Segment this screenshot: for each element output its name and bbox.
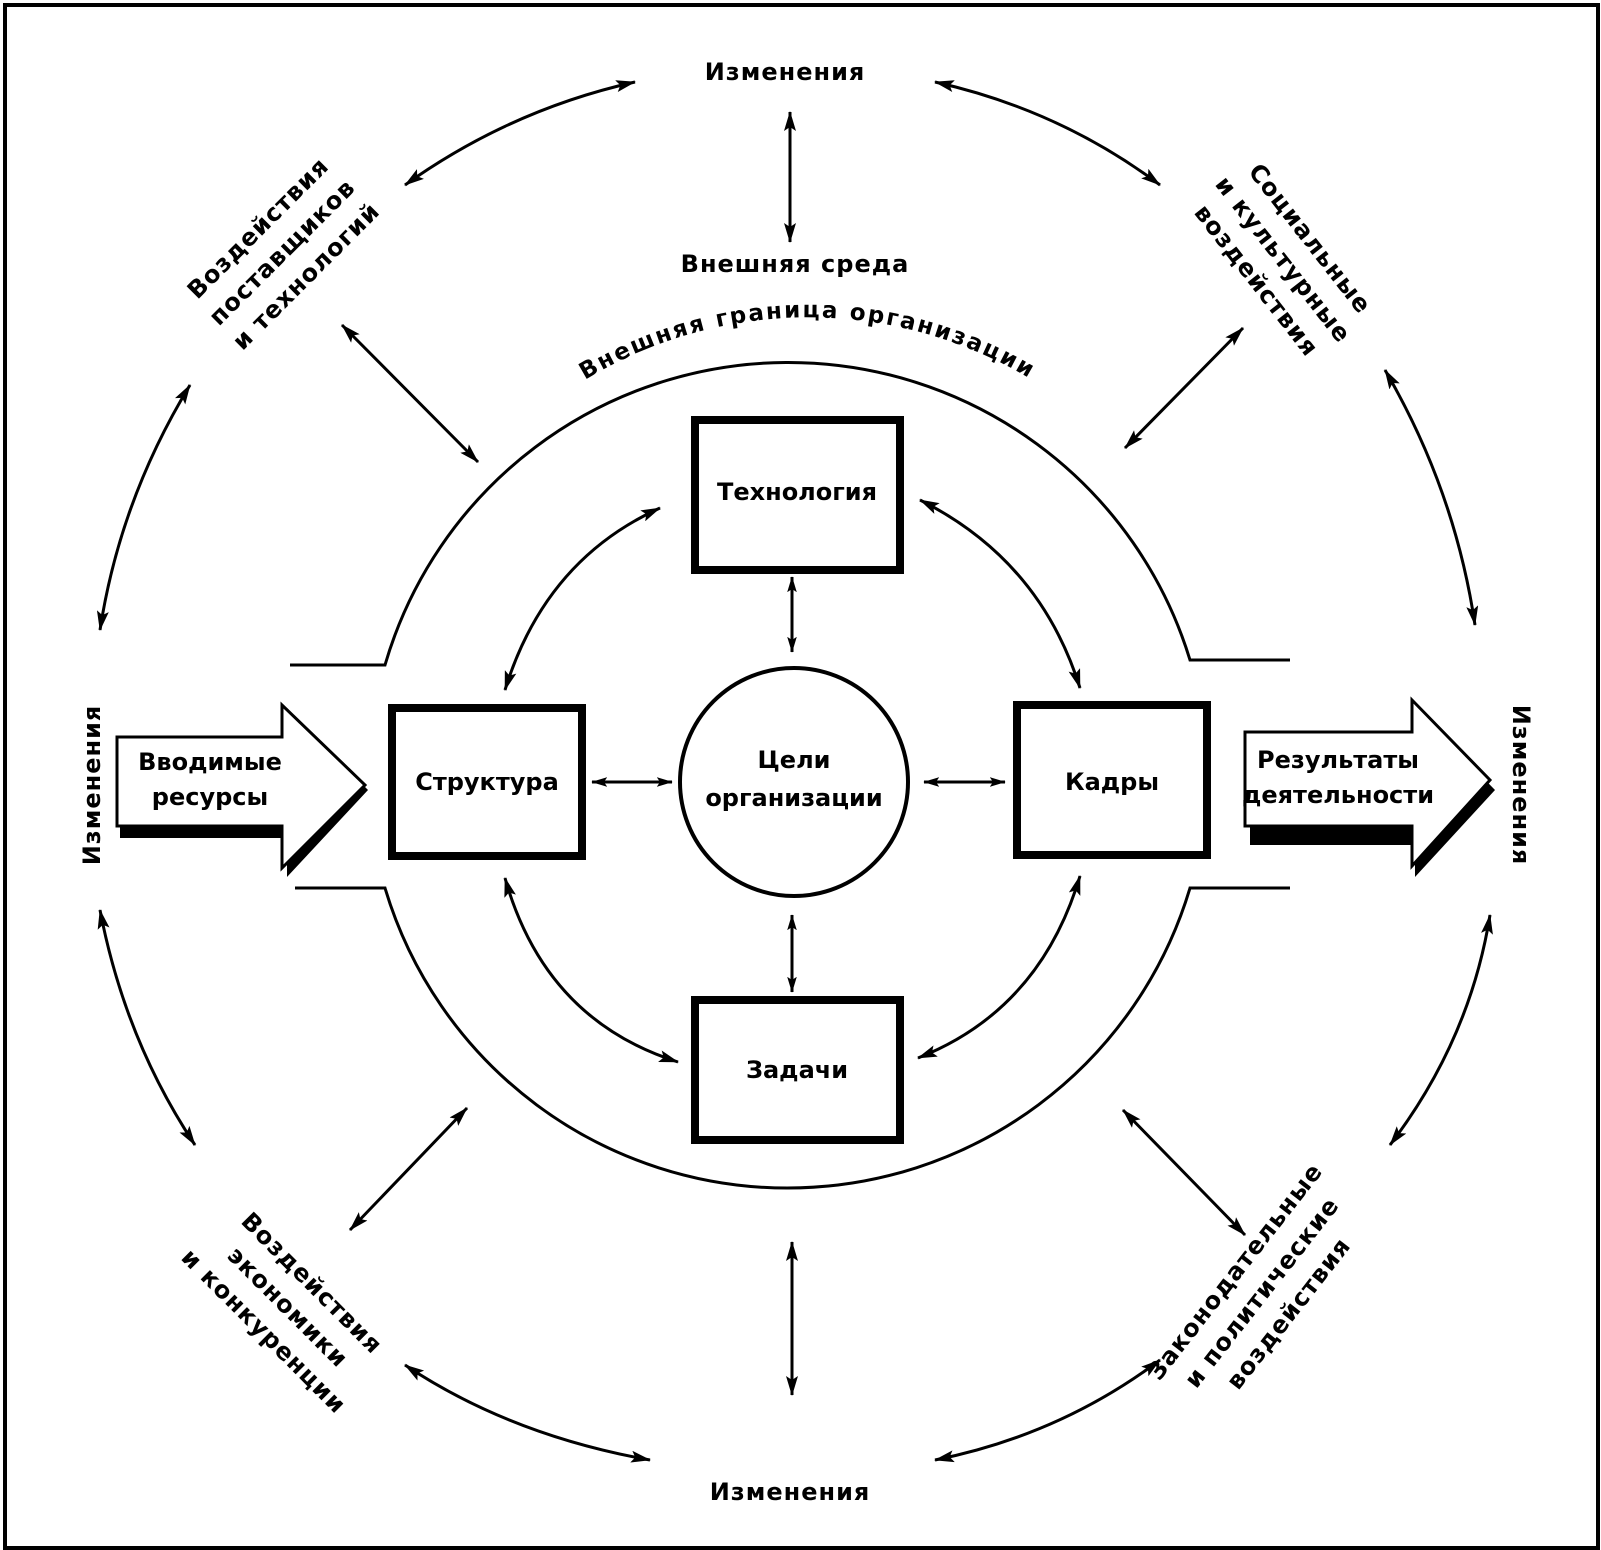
changes-bottom-label: Изменения bbox=[710, 1478, 871, 1506]
arrow-bottom-left-arc bbox=[404, 1363, 651, 1463]
environment-label: Внешняя среда bbox=[681, 250, 910, 278]
radial-arrows bbox=[340, 111, 1247, 1396]
arrow-left-upper-arc bbox=[96, 384, 192, 631]
influence-bottom-right-line1: Законодательные bbox=[1142, 1158, 1329, 1386]
people-box: Кадры bbox=[1013, 701, 1211, 859]
arrow-technology-people bbox=[919, 498, 1082, 689]
influence-bottom-left: Воздействия экономики и конкуренции bbox=[176, 1207, 388, 1419]
arrow-bottom-left-radial bbox=[348, 1106, 469, 1232]
goals-label-line2: организации bbox=[705, 784, 882, 812]
influence-top-right: Социальные и культурные воздействия bbox=[1188, 158, 1377, 362]
inputs-arrow: Вводимые ресурсы bbox=[115, 701, 368, 877]
diagram-frame bbox=[3, 3, 1600, 1550]
changes-left-label: Изменения bbox=[78, 705, 106, 866]
arrow-right-upper-arc bbox=[1383, 369, 1479, 626]
arrow-left-lower-arc bbox=[97, 909, 197, 1146]
organization-boundary bbox=[290, 360, 1290, 1190]
inputs-label-line2: ресурсы bbox=[152, 783, 268, 811]
arrow-technology-structure bbox=[503, 506, 661, 691]
arrow-top-left-arc bbox=[404, 80, 636, 187]
arrow-bottom-right-arc bbox=[934, 1358, 1161, 1463]
technology-label: Технология bbox=[717, 478, 877, 506]
outputs-arrow: Результаты деятельности bbox=[1242, 696, 1495, 877]
outer-change-arrows bbox=[96, 80, 1493, 1463]
arrow-top-right-arc bbox=[934, 80, 1161, 187]
technology-box: Технология bbox=[691, 416, 904, 574]
arrow-top-right-radial bbox=[1123, 326, 1245, 450]
structure-label: Структура bbox=[415, 768, 559, 796]
changes-top-label: Изменения bbox=[705, 58, 866, 86]
arrow-bottom-right-radial bbox=[1121, 1108, 1247, 1237]
influence-bottom-right: Законодательные и политические воздейств… bbox=[1142, 1158, 1357, 1395]
arrow-right-lower-arc bbox=[1388, 914, 1493, 1146]
people-label: Кадры bbox=[1065, 768, 1159, 796]
tasks-box: Задачи bbox=[691, 996, 904, 1144]
influence-top-left: Воздействия поставщиков и технологий bbox=[182, 152, 386, 356]
changes-right-label: Изменения bbox=[1507, 705, 1535, 866]
structure-box: Структура bbox=[388, 704, 586, 860]
inner-arrows bbox=[503, 498, 1082, 1064]
boundary-label: Внешняя граница организации bbox=[575, 297, 1040, 385]
tasks-label: Задачи bbox=[746, 1056, 848, 1084]
arrow-structure-tasks bbox=[503, 877, 679, 1064]
inputs-label-line1: Вводимые bbox=[138, 748, 282, 776]
outputs-label-line2: деятельности bbox=[1242, 781, 1434, 809]
goals-circle: Цели организации bbox=[678, 666, 910, 898]
arrow-top-left-radial bbox=[340, 323, 480, 464]
goals-label-line1: Цели bbox=[758, 746, 831, 774]
outputs-label-line1: Результаты bbox=[1257, 746, 1419, 774]
arrow-people-tasks bbox=[917, 875, 1082, 1060]
